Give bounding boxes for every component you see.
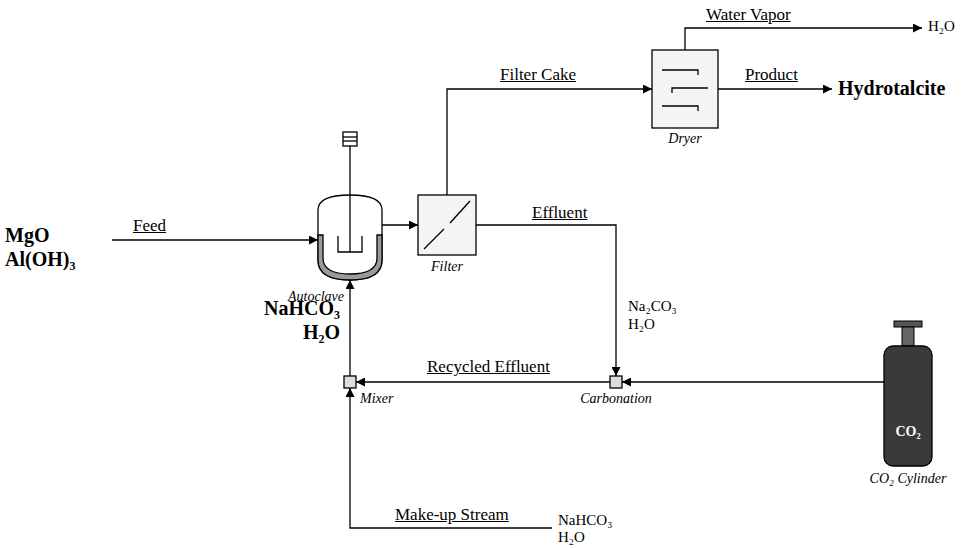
stream-label: H₂O <box>628 316 655 333</box>
stream-label: NaHCO₃ <box>558 512 612 529</box>
co2-cylinder: CO₂CO₂ Cylinder <box>880 318 936 468</box>
product-line <box>718 88 832 89</box>
feed-line <box>112 239 318 240</box>
unit-label: Filter <box>431 259 463 275</box>
flow-connector <box>447 89 652 195</box>
stream-label: Make-up Stream <box>395 505 509 525</box>
stream-label: Effluent <box>530 203 589 223</box>
stream-label: Recycled Effluent <box>425 357 552 377</box>
stream-label: H₂O <box>928 18 955 35</box>
stream-label: MgO <box>5 224 49 247</box>
flow-connector <box>622 381 884 382</box>
dryer-unit: Dryer <box>652 50 718 128</box>
flow-connector <box>356 381 610 382</box>
stream-label: Al(OH)₃ <box>5 248 75 271</box>
mixer-junction: Mixer <box>344 376 356 388</box>
unit-label: CO₂ Cylinder <box>870 471 947 487</box>
unit-label: Dryer <box>668 131 701 147</box>
stream-label: H₂O <box>303 321 340 344</box>
autoclave-vessel-shape <box>300 130 400 285</box>
stream-label: Water Vapor <box>706 5 791 25</box>
filter-unit: Filter <box>418 195 476 255</box>
carbonation-junction: Carbonation <box>610 376 622 388</box>
co2-cylinder-shape <box>880 318 936 468</box>
flow-connector <box>476 225 616 376</box>
dryer-unit-shape <box>652 50 718 128</box>
unit-label: Carbonation <box>580 391 652 407</box>
stream-label: Product <box>745 65 798 85</box>
stream-label: Hydrotalcite <box>838 77 945 100</box>
autoclave-vessel: Autoclave <box>300 130 400 285</box>
stream-label: Filter Cake <box>498 65 578 85</box>
stream-label: Feed <box>133 216 166 236</box>
vapor-line <box>685 28 922 50</box>
flow-connector <box>349 280 350 376</box>
carbonation-junction-shape <box>610 376 622 388</box>
mixer-junction-shape <box>344 376 356 388</box>
makeup-line <box>350 388 552 528</box>
unit-label: Mixer <box>360 391 393 407</box>
stream-label: Na₂CO₃ <box>628 298 677 315</box>
stream-label: NaHCO₃ <box>264 297 340 320</box>
filter-unit-shape <box>418 195 476 255</box>
flow-connector <box>382 224 418 225</box>
unit-label: CO₂ <box>895 424 920 440</box>
stream-label: H₂O <box>558 529 585 546</box>
